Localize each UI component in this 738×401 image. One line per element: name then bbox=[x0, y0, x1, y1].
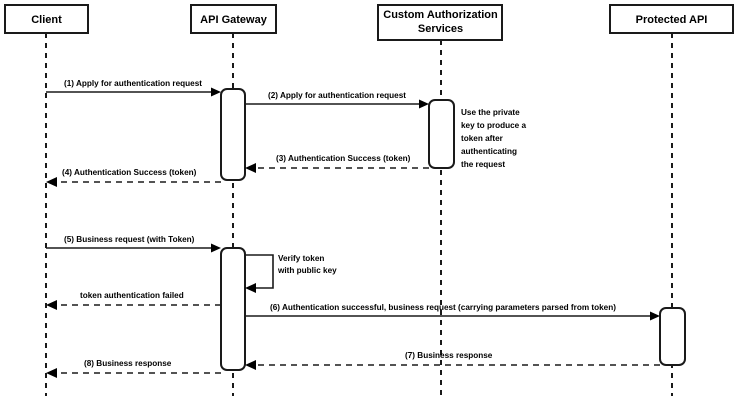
activation-protected-api[interactable] bbox=[659, 307, 686, 366]
activations bbox=[220, 88, 686, 371]
message-1[interactable]: (1) Apply for authentication request bbox=[46, 79, 221, 97]
participant-box-client bbox=[4, 4, 89, 34]
message-4-label: (4) Authentication Success (token) bbox=[62, 168, 197, 177]
message-2-label: (2) Apply for authentication request bbox=[268, 91, 406, 100]
note-private-key-line-4: authenticating bbox=[461, 147, 517, 156]
message-6-label: (6) Authentication successful, business … bbox=[270, 303, 616, 312]
message-2-arrowhead bbox=[419, 99, 429, 109]
message-5-arrowhead bbox=[211, 243, 221, 253]
message-3-arrowhead bbox=[245, 163, 256, 173]
message-3-label: (3) Authentication Success (token) bbox=[276, 154, 411, 163]
participant-client[interactable]: Client bbox=[4, 4, 89, 34]
message-8-arrowhead bbox=[46, 368, 57, 378]
message-self-verify-arrowhead bbox=[245, 283, 256, 293]
participant-box-custom-auth bbox=[377, 4, 503, 41]
activation-custom-auth[interactable] bbox=[428, 99, 455, 169]
participant-protected-api[interactable]: Protected API bbox=[609, 4, 734, 34]
message-self-verify-line bbox=[245, 254, 274, 289]
participant-label-custom-auth-line2: Services bbox=[418, 23, 463, 35]
message-4-arrowhead bbox=[46, 177, 57, 187]
participant-label-custom-auth-line1: Custom Authorization bbox=[383, 9, 498, 21]
participant-custom-auth[interactable]: Custom Authorization Services bbox=[377, 4, 503, 41]
message-8-label: (8) Business response bbox=[84, 359, 172, 368]
participant-label-api-gateway: API Gateway bbox=[200, 14, 268, 26]
activation-api-gateway-business[interactable] bbox=[220, 247, 246, 371]
participant-label-client: Client bbox=[31, 14, 62, 26]
message-3[interactable]: (3) Authentication Success (token) bbox=[245, 154, 429, 173]
message-8[interactable]: (8) Business response bbox=[46, 359, 221, 378]
note-private-key-line-2: key to produce a bbox=[461, 121, 527, 130]
message-4[interactable]: (4) Authentication Success (token) bbox=[46, 168, 221, 187]
message-7[interactable]: (7) Business response bbox=[245, 351, 660, 370]
message-token-authentication-failed-arrowhead bbox=[46, 300, 57, 310]
participant-box-api-gateway bbox=[190, 4, 277, 34]
note-private-key-line-3: token after bbox=[461, 134, 504, 143]
message-5-label: (5) Business request (with Token) bbox=[64, 235, 195, 244]
message-token-authentication-failed-label: token authentication failed bbox=[80, 291, 184, 300]
message-2[interactable]: (2) Apply for authentication request bbox=[245, 91, 429, 109]
message-self-verify[interactable]: Verify token with public key bbox=[245, 254, 337, 293]
note-private-key-line-1: Use the private bbox=[461, 108, 520, 117]
message-7-arrowhead bbox=[245, 360, 256, 370]
note-private-key: Use the private key to produce a token a… bbox=[461, 108, 527, 169]
activation-api-gateway-auth[interactable] bbox=[220, 88, 246, 181]
message-self-verify-label-line2: with public key bbox=[277, 266, 337, 275]
participant-api-gateway[interactable]: API Gateway bbox=[190, 4, 277, 34]
message-6-arrowhead bbox=[650, 311, 660, 321]
note-private-key-line-5: the request bbox=[461, 160, 505, 169]
participant-label-protected-api: Protected API bbox=[636, 14, 708, 26]
message-1-label: (1) Apply for authentication request bbox=[64, 79, 202, 88]
message-1-arrowhead bbox=[211, 87, 221, 97]
message-5[interactable]: (5) Business request (with Token) bbox=[46, 235, 221, 253]
message-7-label: (7) Business response bbox=[405, 351, 493, 360]
message-6[interactable]: (6) Authentication successful, business … bbox=[245, 303, 660, 321]
participant-box-protected-api bbox=[609, 4, 734, 34]
message-token-authentication-failed[interactable]: token authentication failed bbox=[46, 291, 221, 310]
message-self-verify-label-line1: Verify token bbox=[278, 254, 324, 263]
